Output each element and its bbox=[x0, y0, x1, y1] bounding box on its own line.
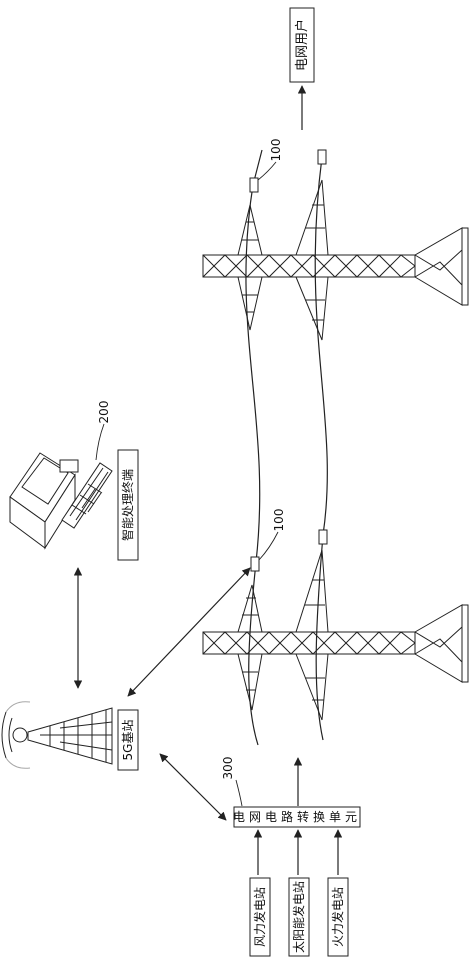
sensor-top-left bbox=[249, 177, 259, 193]
ref-200: 200 bbox=[97, 401, 111, 424]
solar-station-label: 太阳能发电站 bbox=[291, 881, 306, 953]
leader-100-mid bbox=[258, 531, 279, 561]
terminal-box bbox=[117, 449, 139, 561]
converter-label: 电网电路转换单元 bbox=[233, 809, 361, 824]
base-station-label: 5G基站 bbox=[121, 720, 135, 761]
thermal-station-box bbox=[327, 877, 349, 957]
base-station-icon bbox=[1, 701, 113, 769]
ref-100-mid: 100 bbox=[272, 509, 286, 532]
wind-station-label: 风力发电站 bbox=[252, 887, 267, 947]
arrow-base-station-converter bbox=[159, 753, 227, 821]
ref-100-top: 100 bbox=[269, 139, 283, 162]
terminal-label: 智能处理终端 bbox=[120, 469, 135, 541]
converter-box bbox=[233, 806, 361, 828]
grid-user-label: 电网用户 bbox=[294, 19, 310, 71]
leader-100-top bbox=[257, 161, 277, 181]
computer-icon bbox=[9, 452, 113, 550]
sensor-top-right bbox=[317, 149, 327, 165]
grid-user-node: 电网用户 bbox=[289, 7, 315, 83]
grid-user-box bbox=[289, 7, 315, 83]
power-line-left bbox=[245, 149, 263, 746]
sensor-mid-right bbox=[318, 529, 328, 545]
ref-300: 300 bbox=[221, 757, 235, 780]
thermal-station-node: 火力发电站 bbox=[327, 877, 349, 957]
power-line-right bbox=[314, 150, 328, 741]
wind-station-box bbox=[249, 877, 271, 957]
sensor-mid-left bbox=[250, 556, 260, 572]
transmission-tower-top bbox=[202, 179, 469, 341]
base-station-box bbox=[117, 709, 139, 771]
arrow-base-station-sensor bbox=[127, 567, 251, 697]
solar-station-node: 太阳能发电站 bbox=[288, 877, 310, 957]
leader-200 bbox=[95, 423, 105, 461]
solar-station-box bbox=[288, 877, 310, 957]
leader-300 bbox=[235, 779, 243, 807]
thermal-station-label: 火力发电站 bbox=[330, 887, 345, 947]
wind-station-node: 风力发电站 bbox=[249, 877, 271, 957]
